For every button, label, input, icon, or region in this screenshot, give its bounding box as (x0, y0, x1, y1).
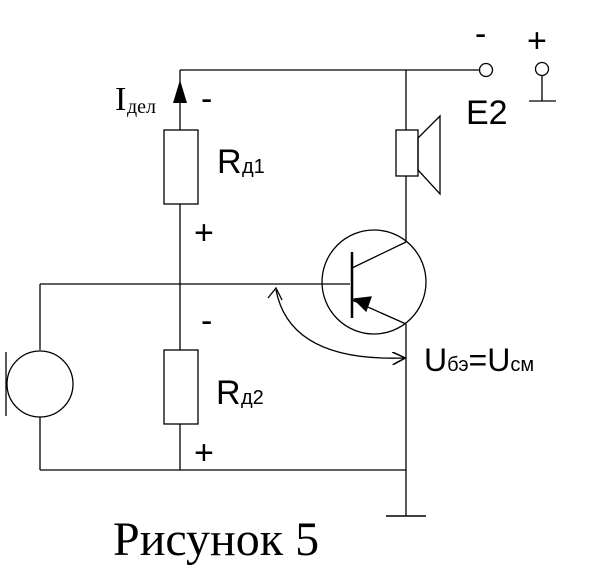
e2-plus-terminal-ground (529, 61, 556, 102)
rd2-minus-label: - (201, 302, 212, 340)
resistor-rd2 (163, 349, 199, 425)
ube-sub1: бэ (447, 354, 468, 376)
idel-label-main: I (115, 81, 126, 118)
e2-minus-terminal (478, 62, 494, 78)
ube-sub2: см (510, 354, 534, 376)
rd1-label-main: R (217, 143, 242, 181)
ube-eq: =U (469, 342, 511, 378)
e2-minus-label: - (475, 15, 486, 53)
ube-label: Uбэ=Uсм (424, 342, 534, 378)
rd1-minus-label: - (201, 80, 212, 118)
speaker-icon (395, 114, 441, 196)
figure-caption: Рисунок 5 (113, 513, 319, 566)
e2-plus-label: + (527, 22, 547, 60)
resistor-rd1 (163, 129, 199, 205)
transistor-pnp (321, 229, 427, 335)
rd2-label-main: R (216, 374, 241, 412)
ube-u1: U (424, 342, 447, 378)
ube-voltage-arc (275, 289, 404, 358)
rd1-label-sub: д1 (242, 156, 265, 178)
e2-label: E2 (466, 94, 508, 132)
idel-label-sub: дел (127, 96, 156, 118)
rd2-plus-label: + (194, 434, 214, 472)
signal-source (6, 350, 74, 418)
rd1-plus-label: + (194, 214, 214, 252)
idel-current-arrow (173, 80, 187, 103)
ube-voltage-arc-start (267, 286, 283, 301)
rd2-label-sub: д2 (241, 387, 264, 409)
